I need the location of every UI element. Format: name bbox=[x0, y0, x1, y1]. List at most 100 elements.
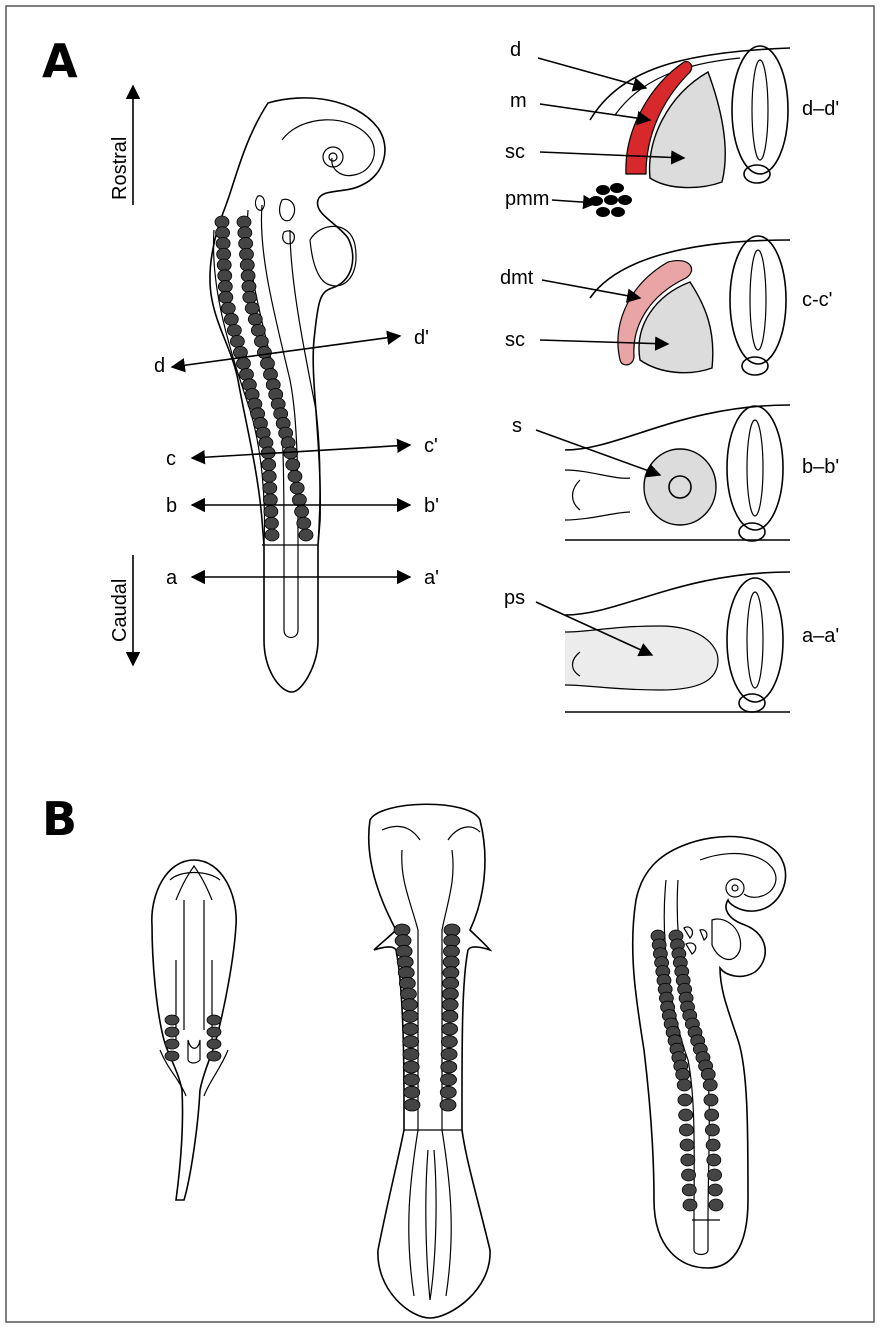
somite-b2-right-14 bbox=[441, 1074, 457, 1086]
somite-b2-left-9 bbox=[402, 1010, 418, 1022]
somite-a-right-5 bbox=[240, 259, 254, 271]
rostral-label: Rostral bbox=[109, 137, 131, 200]
somite-a-right-29 bbox=[297, 517, 311, 529]
embryo-b3-eye bbox=[726, 879, 744, 897]
tag-sc-dd: sc bbox=[505, 141, 525, 163]
somite-a-left-9 bbox=[221, 302, 235, 314]
panel-label-a: A bbox=[42, 34, 78, 88]
somite-a-right-14 bbox=[260, 357, 274, 369]
somite-b3-left-23 bbox=[681, 1154, 695, 1166]
somite-a-left-7 bbox=[218, 281, 232, 293]
section-label-cc: c-c' bbox=[802, 289, 832, 311]
tag-ps: ps bbox=[504, 587, 525, 609]
somite-a-right-11 bbox=[251, 324, 265, 336]
somite-b3-left-25 bbox=[682, 1184, 696, 1196]
somite-a-right-24 bbox=[286, 459, 300, 471]
somite-b3-right-18 bbox=[703, 1079, 717, 1091]
cross-section-cc: dmt sc c-c' bbox=[500, 236, 832, 375]
section-label-dd: d–d' bbox=[802, 98, 839, 120]
somite-b2-right-15 bbox=[440, 1086, 456, 1098]
somite-b2-left-16 bbox=[404, 1099, 420, 1111]
cross-section-bb: s b–b' bbox=[512, 405, 839, 541]
notochord-bb bbox=[739, 523, 765, 541]
somite-a-left-11 bbox=[227, 324, 241, 336]
somite-b2-right-6 bbox=[443, 977, 459, 989]
somite-b3-left-17 bbox=[676, 1068, 690, 1080]
somite-a-right-6 bbox=[241, 270, 255, 282]
somite-b2-left-10 bbox=[402, 1023, 418, 1035]
somite-b3-right-17 bbox=[701, 1068, 715, 1080]
somite-b3-right-19 bbox=[704, 1094, 718, 1106]
embryo-a-heart bbox=[310, 226, 356, 286]
label-c: c bbox=[166, 448, 176, 470]
somite-a-left-25 bbox=[262, 470, 276, 482]
somite-a-left-1 bbox=[215, 216, 229, 228]
somite-a-left-5 bbox=[217, 259, 231, 271]
label-a: a bbox=[166, 567, 178, 589]
somite-b1-left-1 bbox=[165, 1015, 179, 1025]
somite-a-left-29 bbox=[264, 517, 278, 529]
somite-b1-right-3 bbox=[207, 1039, 221, 1049]
somite-a-right-28 bbox=[295, 506, 309, 518]
somite-b2-left-13 bbox=[403, 1061, 419, 1073]
label-d: d bbox=[154, 355, 165, 377]
somite-b3-left-26 bbox=[683, 1199, 697, 1211]
somite-b2-right-8 bbox=[442, 999, 458, 1011]
somite-b3-right-21 bbox=[705, 1124, 719, 1136]
somite-b3-right-25 bbox=[708, 1184, 722, 1196]
somite-b3-right-24 bbox=[708, 1169, 722, 1181]
somite-b3-right-22 bbox=[706, 1139, 720, 1151]
somite-b2-right-16 bbox=[440, 1099, 456, 1111]
somite-b2-left-7 bbox=[400, 988, 416, 1000]
somite-b3-right-26 bbox=[709, 1199, 723, 1211]
somite-a-right-9 bbox=[245, 302, 259, 314]
somite-b3-left-21 bbox=[679, 1124, 693, 1136]
somite-b3-right-23 bbox=[707, 1154, 721, 1166]
panel-label-b: B bbox=[42, 792, 77, 846]
somite-b3-left-22 bbox=[680, 1139, 694, 1151]
somite-b2-right-2 bbox=[444, 935, 460, 947]
figure-frame bbox=[6, 6, 874, 1322]
tag-pmm: pmm bbox=[505, 188, 549, 210]
embryo-a bbox=[210, 98, 385, 692]
somite-b2-right-5 bbox=[443, 967, 459, 979]
label-c-prime: c' bbox=[424, 435, 438, 457]
tag-s: s bbox=[512, 415, 522, 437]
embryo-b2-outline bbox=[369, 804, 490, 1318]
somite-a-left-12 bbox=[230, 335, 244, 347]
somite-b2-left-12 bbox=[403, 1048, 419, 1060]
somite-a-right-27 bbox=[292, 494, 306, 506]
somite-a-left-4 bbox=[217, 248, 231, 260]
somite-b2-left-14 bbox=[403, 1074, 419, 1086]
caudal-axis: Caudal bbox=[109, 555, 133, 665]
tag-dmt: dmt bbox=[500, 267, 534, 289]
somite-b2-right-11 bbox=[441, 1036, 457, 1048]
somite-a-right-15 bbox=[263, 368, 277, 380]
label-a-prime: a' bbox=[424, 567, 439, 589]
somite-a-left-2 bbox=[216, 227, 230, 239]
neural-tube-aa bbox=[727, 578, 783, 702]
somite-b2-right-12 bbox=[441, 1048, 457, 1060]
tag-d: d bbox=[510, 39, 521, 61]
somite-a-left-30 bbox=[265, 529, 279, 541]
pmm-cells bbox=[589, 183, 632, 217]
somite-bb bbox=[644, 449, 716, 525]
somite-a-right-8 bbox=[243, 291, 257, 303]
cross-section-aa: ps a–a' bbox=[504, 572, 839, 712]
embryo-b2 bbox=[369, 804, 490, 1318]
section-label-bb: b–b' bbox=[802, 456, 839, 478]
somite-b2-left-4 bbox=[397, 956, 413, 968]
somite-a-right-7 bbox=[242, 281, 256, 293]
somite-a-right-30 bbox=[299, 529, 313, 541]
somite-b1-right-2 bbox=[207, 1027, 221, 1037]
somite-b2-right-13 bbox=[441, 1061, 457, 1073]
somite-b2-left-5 bbox=[398, 967, 414, 979]
somite-a-right-26 bbox=[290, 482, 304, 494]
somite-b3-left-24 bbox=[682, 1169, 696, 1181]
notochord-cc bbox=[742, 357, 768, 375]
somite-b2-left-2 bbox=[395, 935, 411, 947]
somite-b2-left-15 bbox=[404, 1086, 420, 1098]
label-b-prime: b' bbox=[424, 495, 439, 517]
embryo-b1 bbox=[152, 860, 236, 1200]
somite-a-left-24 bbox=[262, 459, 276, 471]
